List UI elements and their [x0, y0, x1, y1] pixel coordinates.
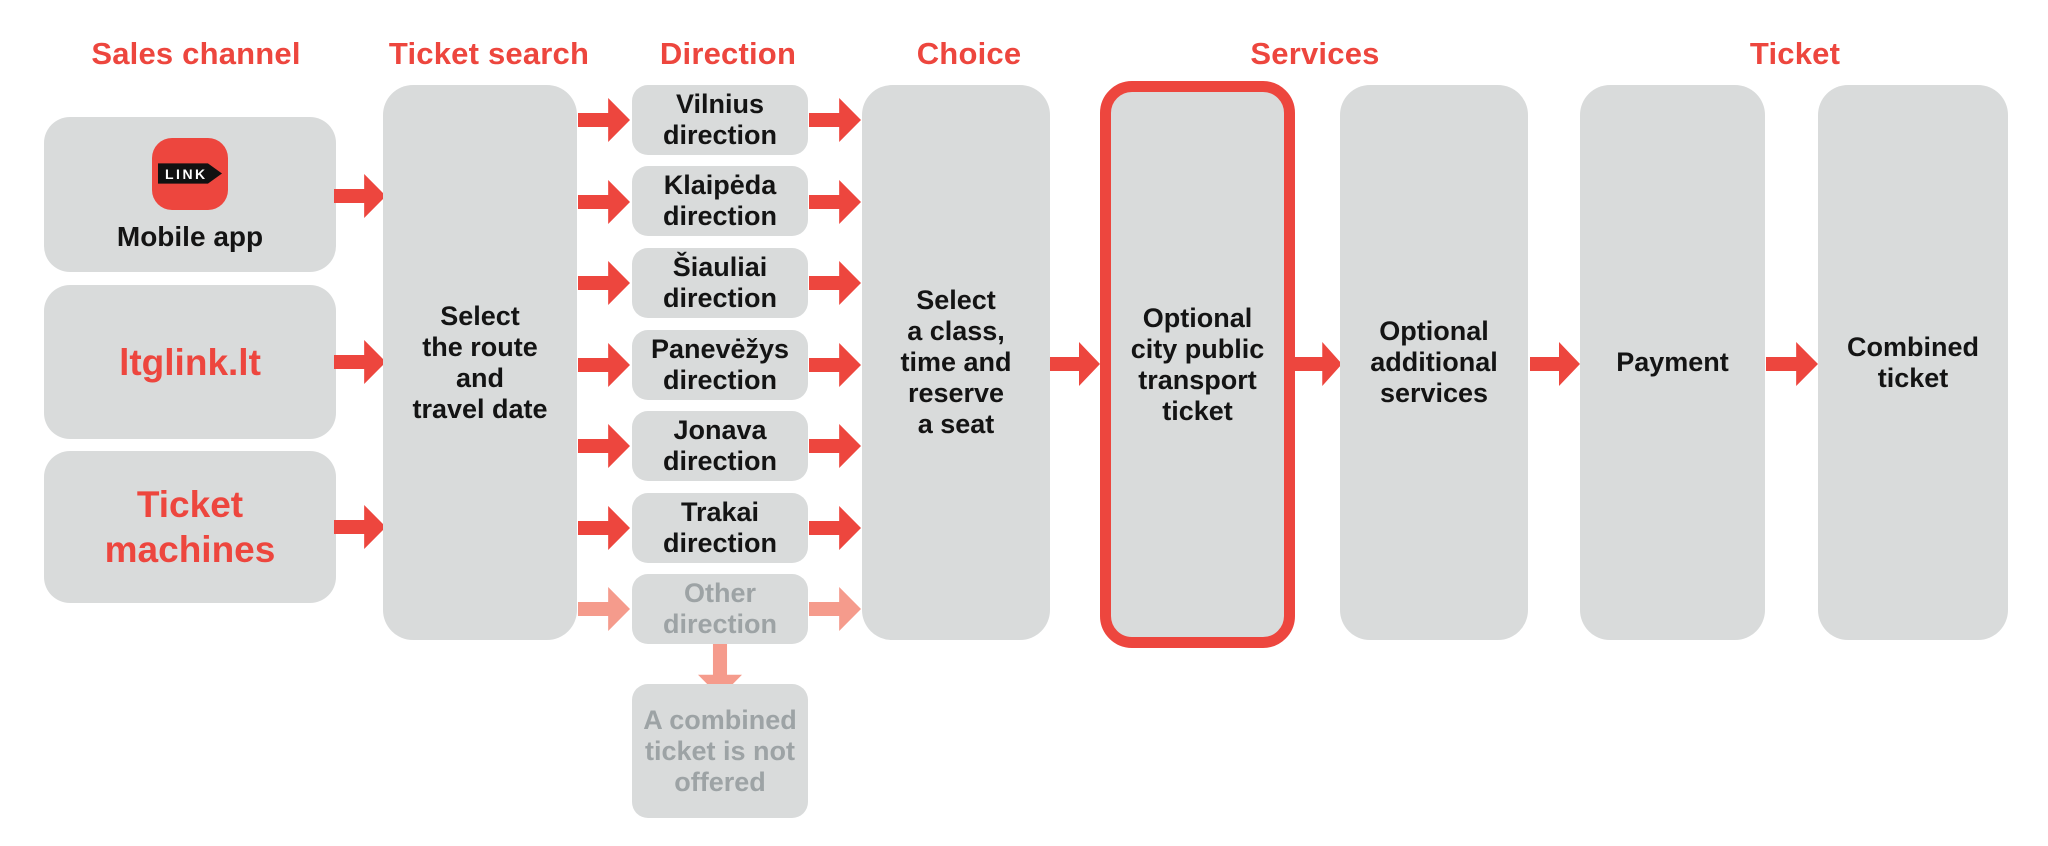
- arrow-jonava-to-choice: [809, 424, 861, 468]
- direction-box-other: Other direction: [632, 574, 808, 644]
- direction-label-other: Other direction: [662, 578, 777, 639]
- mobile-app-label: Mobile app: [116, 220, 264, 252]
- arrow-website-to-search: [334, 340, 386, 384]
- column-header-ticket: Ticket: [1749, 36, 1841, 71]
- arrow-search-to-klaipeda: [578, 180, 630, 224]
- direction-box-panevezys: Panevėžys direction: [632, 330, 808, 400]
- direction-box-klaipeda: Klaipėda direction: [632, 166, 808, 236]
- arrow-panevezys-to-choice: [809, 343, 861, 387]
- direction-label-jonava: Jonava direction: [662, 415, 777, 476]
- direction-label-vilnius: Vilnius direction: [662, 89, 777, 150]
- direction-box-jonava: Jonava direction: [632, 411, 808, 481]
- combined-ticket-box: Combined ticket: [1818, 85, 2008, 640]
- website-label: ltglink.lt: [119, 341, 261, 383]
- arrow-search-to-other: [578, 587, 630, 631]
- direction-label-klaipeda: Klaipėda direction: [662, 170, 777, 231]
- arrow-klaipeda-to-choice: [809, 180, 861, 224]
- arrow-search-to-jonava: [578, 424, 630, 468]
- arrow-vilnius-to-choice: [809, 98, 861, 142]
- direction-label-siauliai: Šiauliai direction: [662, 252, 777, 313]
- column-header-sales-channel: Sales channel: [91, 36, 301, 71]
- arrow-search-to-vilnius: [578, 98, 630, 142]
- column-header-direction: Direction: [659, 36, 797, 71]
- ticket-machines-box: Ticket machines: [44, 451, 336, 603]
- not-offered-box: A combined ticket is not offered: [632, 684, 808, 818]
- direction-label-panevezys: Panevėžys direction: [650, 334, 790, 395]
- arrow-machines-to-search: [334, 505, 386, 549]
- arrow-other-to-choice: [809, 587, 861, 631]
- arrow-search-to-panevezys: [578, 343, 630, 387]
- arrow-siauliai-to-choice: [809, 261, 861, 305]
- direction-label-trakai: Trakai direction: [662, 497, 777, 558]
- not-offered-label: A combined ticket is not offered: [643, 704, 797, 797]
- column-header-choice: Choice: [916, 36, 1022, 71]
- combined-ticket-label: Combined ticket: [1847, 331, 1979, 393]
- arrow-search-to-siauliai: [578, 261, 630, 305]
- direction-box-trakai: Trakai direction: [632, 493, 808, 563]
- payment-label: Payment: [1616, 347, 1729, 377]
- city-transport-ticket-label: Optional city public transport ticket: [1130, 302, 1265, 426]
- column-header-services: Services: [1250, 36, 1380, 71]
- link-tag-shape: LINK: [158, 163, 222, 184]
- arrow-payment-to-combined: [1766, 342, 1818, 386]
- ticket-machines-label: Ticket machines: [104, 484, 276, 570]
- additional-services-box: Optional additional services: [1340, 85, 1528, 640]
- arrow-search-to-trakai: [578, 506, 630, 550]
- arrow-additional-to-payment: [1530, 342, 1580, 386]
- arrow-city-ticket-to-additional: [1295, 342, 1342, 386]
- ticket-search-box: Select the route and travel date: [383, 85, 577, 640]
- arrow-trakai-to-choice: [809, 506, 861, 550]
- link-app-icon: LINK: [152, 137, 228, 210]
- column-header-ticket-search: Ticket search: [388, 36, 590, 71]
- city-transport-ticket-box: Optional city public transport ticket: [1100, 81, 1295, 648]
- arrow-mobile-app-to-search: [334, 174, 386, 218]
- ticket-search-label: Select the route and travel date: [412, 300, 548, 424]
- website-box: ltglink.lt: [44, 285, 336, 439]
- mobile-app-box: LINK Mobile app: [44, 117, 336, 272]
- payment-box: Payment: [1580, 85, 1765, 640]
- additional-services-label: Optional additional services: [1370, 316, 1498, 408]
- link-tag-text: LINK: [165, 165, 208, 182]
- direction-box-vilnius: Vilnius direction: [632, 85, 808, 155]
- choice-label: Select a class, time and reserve a seat: [900, 285, 1012, 439]
- arrow-choice-to-city-ticket: [1050, 342, 1100, 386]
- choice-box: Select a class, time and reserve a seat: [862, 85, 1050, 640]
- direction-box-siauliai: Šiauliai direction: [632, 248, 808, 318]
